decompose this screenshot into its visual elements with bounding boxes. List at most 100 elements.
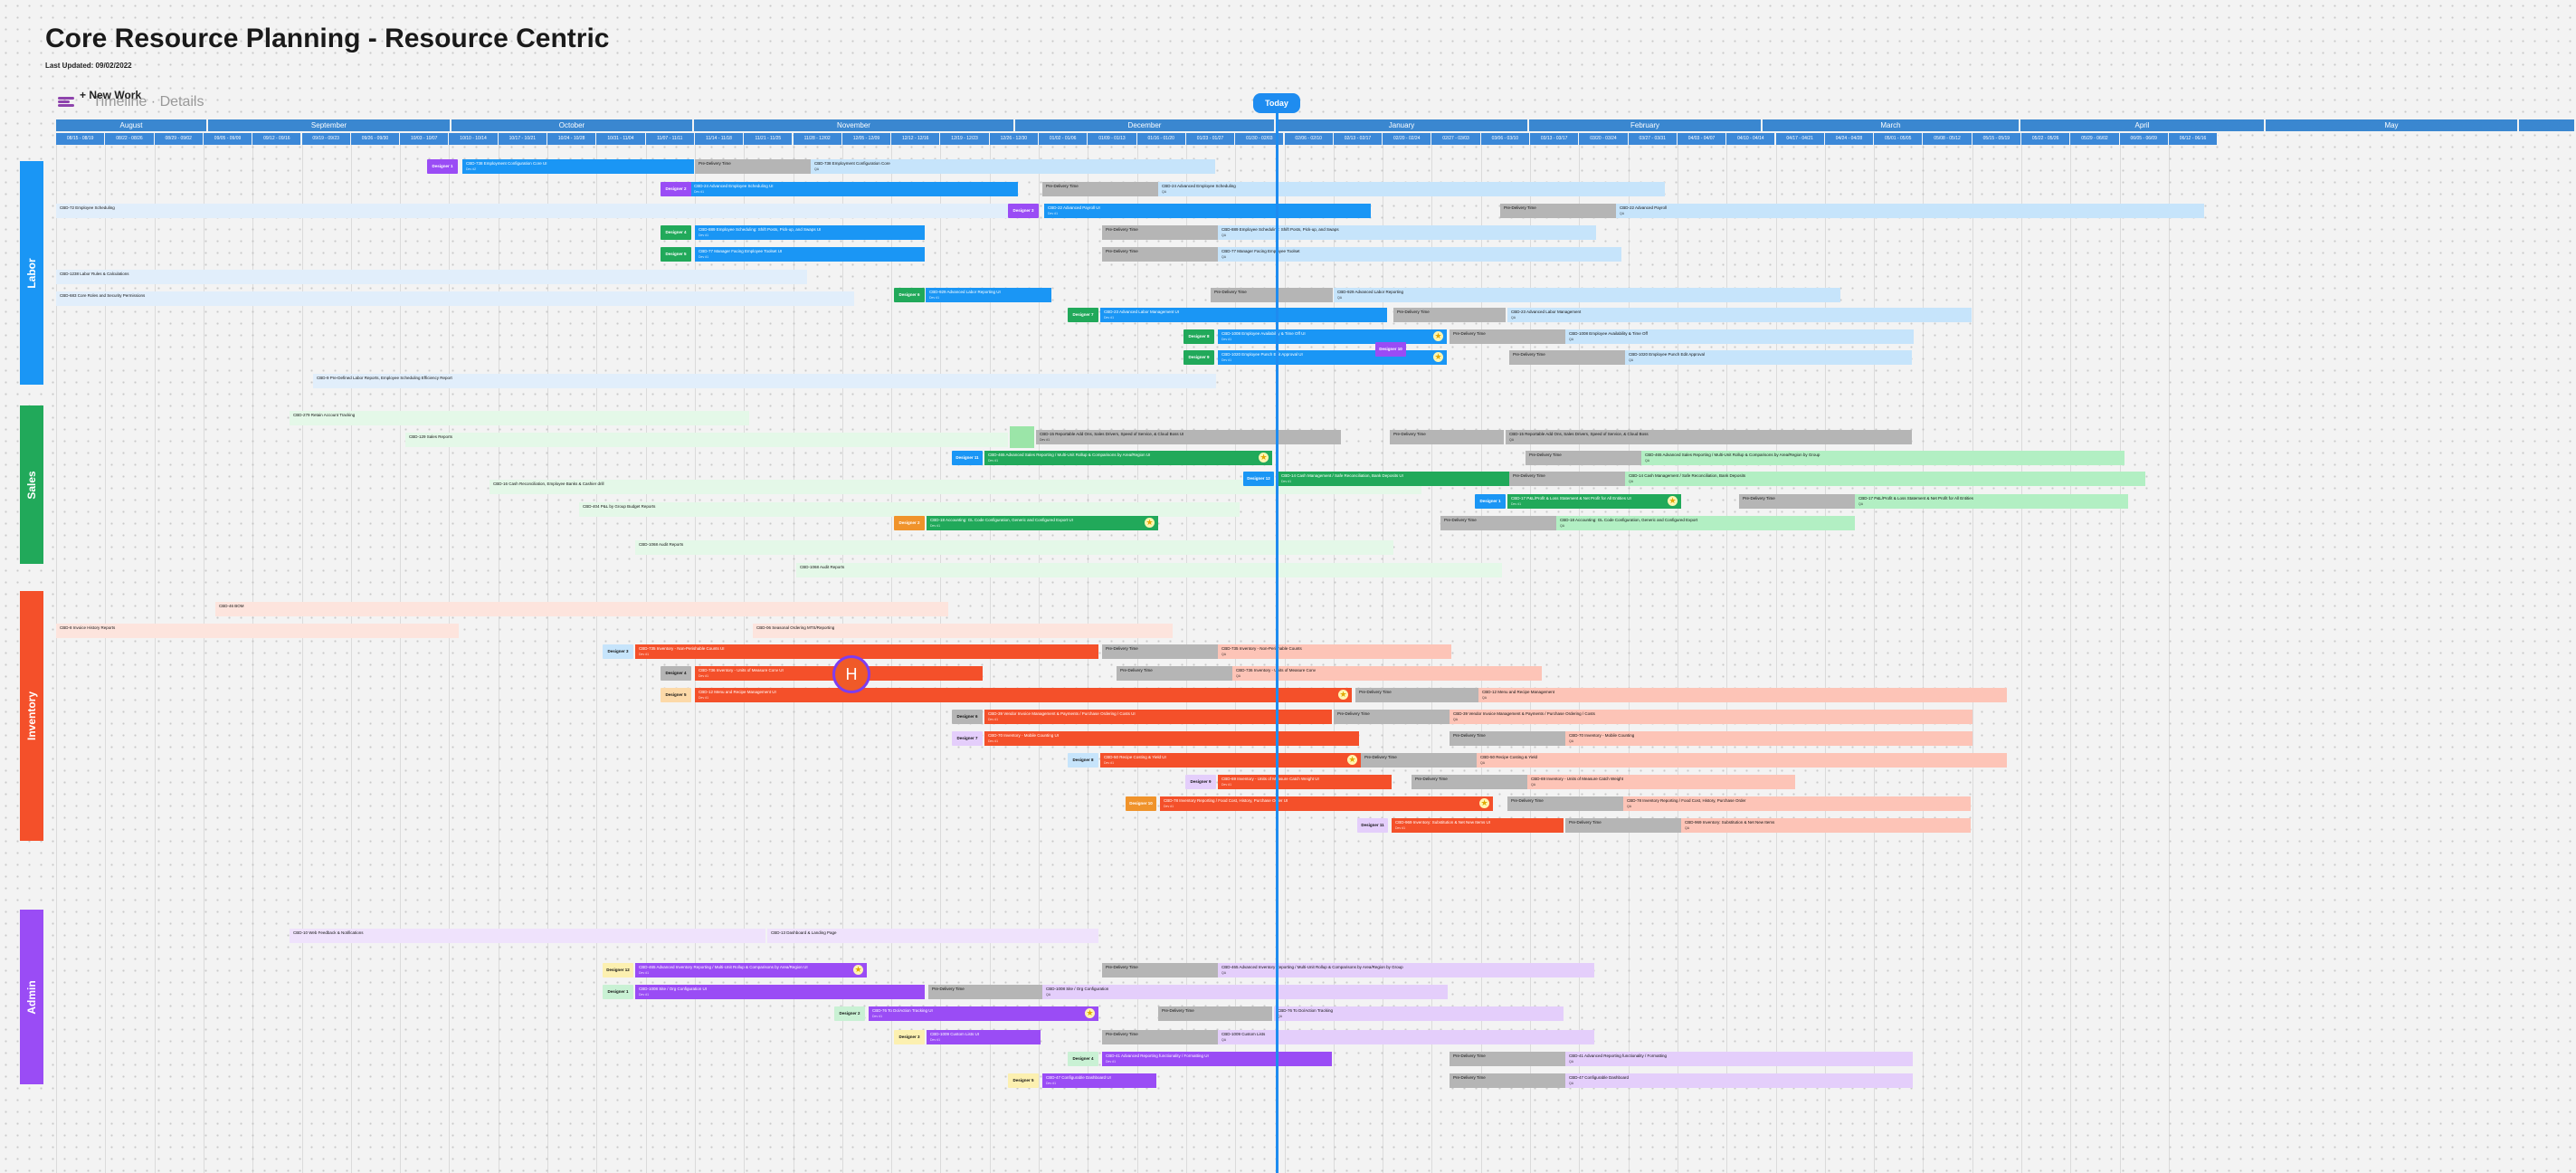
user-avatar[interactable]: H (832, 655, 870, 693)
designer-tag[interactable]: Designer 3 (603, 644, 633, 659)
task-bar[interactable]: Pre-Delivery Time (1500, 204, 1616, 218)
task-bar[interactable]: CBD-735 Inventory - Non-Perishable Count… (1218, 644, 1451, 659)
task-bar[interactable]: Pre-Delivery Time (1211, 288, 1333, 302)
designer-tag[interactable]: Designer 6 (952, 710, 983, 724)
task-bar[interactable]: CBD-69 Inventory - Units of Measure Catc… (1218, 775, 1392, 789)
designer-tag[interactable]: Designer 5 (661, 688, 691, 702)
task-bar[interactable]: CBD-129 Sales Reports (405, 433, 1008, 447)
designer-tag[interactable]: Designer 11 (952, 451, 983, 465)
designer-tag[interactable]: Designer 4 (661, 225, 691, 240)
task-bar[interactable]: CBD-465 Advanced Inventory Reporting / M… (635, 963, 867, 978)
task-bar[interactable]: CBD-969 Inventory: Substitution & Net Ne… (1681, 818, 1971, 833)
task-bar[interactable]: CBD-736 Inventory - Units of Measure Con… (1232, 666, 1542, 681)
task-bar[interactable]: CBD-41 Advanced Reporting functionality … (1565, 1052, 1913, 1066)
task-bar[interactable]: Pre-Delivery Time (928, 985, 1042, 999)
task-bar[interactable]: CBD-279 Retain Account Tracking (290, 411, 749, 425)
designer-tag[interactable]: Designer 8 (1183, 329, 1214, 344)
task-bar[interactable]: CBD-72 Employee Scheduling (56, 204, 1008, 218)
task-bar[interactable]: Pre-Delivery Time (1509, 350, 1625, 365)
designer-tag[interactable]: Designer 9 (1183, 350, 1214, 365)
task-bar[interactable]: Pre-Delivery Time (1450, 329, 1565, 344)
designer-tag[interactable]: Designer 1 (427, 159, 458, 174)
designer-tag[interactable]: Designer 4 (661, 666, 691, 681)
task-bar[interactable]: Pre-Delivery Time (1334, 710, 1450, 724)
sticky-note[interactable] (1010, 426, 1034, 448)
task-bar[interactable]: CBD-969 Inventory: Substitution & Net Ne… (1392, 818, 1564, 833)
task-bar[interactable]: Pre-Delivery Time (1450, 1073, 1565, 1088)
task-bar[interactable]: CBD-18 Accounting: GL Code Configuration… (1556, 516, 1855, 530)
task-bar[interactable]: CBD-8 Invoice History Reports (56, 624, 459, 638)
view-switcher[interactable]: + New Work Timeline · Details (58, 89, 204, 110)
task-bar[interactable]: Pre-Delivery Time (1355, 688, 1478, 702)
task-bar[interactable]: Pre-Delivery Time (1440, 516, 1556, 530)
task-bar[interactable]: CBD-18 Accounting: GL Code Configuration… (927, 516, 1158, 530)
task-bar[interactable]: CBD-1020 Employee Punch Edit Approval UI… (1218, 350, 1447, 365)
designer-tag[interactable]: Designer 5 (1008, 1073, 1039, 1088)
task-bar[interactable]: CBD-889 Employee Scheduling: Shift Posts… (695, 225, 925, 240)
task-bar[interactable]: Pre-Delivery Time (1102, 247, 1218, 262)
task-bar[interactable]: Pre-Delivery Time (695, 159, 811, 174)
task-bar[interactable]: CBD-69 Inventory - Units of Measure Catc… (1527, 775, 1795, 789)
task-bar[interactable]: CBD-39 Vendor Invoice Management & Payme… (984, 710, 1332, 724)
task-bar[interactable]: CBD-10 Web Feedback & Notifications (290, 929, 765, 943)
designer-tag[interactable]: Designer 1 (603, 985, 633, 999)
task-bar[interactable]: Pre-Delivery Time (1393, 308, 1506, 322)
task-bar[interactable]: Pre-Delivery Time (1509, 472, 1625, 486)
designer-tag[interactable]: Designer 5 (661, 247, 691, 262)
designer-tag[interactable]: Designer 10 (1126, 796, 1156, 811)
task-bar[interactable]: Pre-Delivery Time (1102, 644, 1218, 659)
new-work-button[interactable]: + New Work (80, 89, 142, 101)
task-bar[interactable]: CBD-889 Employee Scheduling: Shift Posts… (1218, 225, 1596, 240)
details-tab[interactable]: Details (159, 94, 204, 110)
task-bar[interactable]: Pre-Delivery Time (1739, 494, 1855, 509)
today-button[interactable]: Today (1253, 93, 1300, 113)
task-bar[interactable]: CBD-1008 Employee Availability & Time Of… (1218, 329, 1447, 344)
designer-tag[interactable]: Designer 12 (603, 963, 633, 978)
designer-tag[interactable]: Designer 1 (1475, 494, 1506, 509)
task-bar[interactable]: Pre-Delivery Time (1390, 430, 1504, 444)
task-bar[interactable]: Pre-Delivery Time (1102, 225, 1218, 240)
designer-tag[interactable]: Designer 9 (1185, 775, 1216, 789)
designer-tag[interactable]: Designer 2 (834, 1006, 865, 1021)
task-bar[interactable]: Pre-Delivery Time (1412, 775, 1527, 789)
task-bar[interactable]: CBD-16 Cash Reconciliation, Employee Ban… (490, 480, 1421, 494)
designer-tag[interactable]: Designer 7 (1068, 308, 1098, 322)
task-bar[interactable]: CBD-738 Employment Configuration Core UI… (462, 159, 694, 174)
task-bar[interactable]: CBD-1238 Labor Rules & Calculations (56, 270, 807, 284)
task-bar[interactable]: CBD-77 Manager Facing Employee Toolset U… (695, 247, 925, 262)
task-bar[interactable]: CBD-41 Advanced Reporting functionality … (1102, 1052, 1332, 1066)
designer-tag[interactable]: Designer 4 (1068, 1052, 1098, 1066)
task-bar[interactable]: CBD-17 P&L/Profit & Loss Statement & Net… (1855, 494, 2128, 509)
designer-tag[interactable]: Designer 10 (1375, 342, 1406, 357)
task-bar[interactable]: Pre-Delivery Time (1565, 818, 1681, 833)
task-bar[interactable]: Pre-Delivery Time (1507, 796, 1623, 811)
designer-tag[interactable]: Designer 8 (1068, 753, 1098, 768)
task-bar[interactable]: CBD-465 Advanced Inventory Reporting / M… (1218, 963, 1594, 978)
task-bar[interactable]: Pre-Delivery Time (1158, 1006, 1272, 1021)
task-bar[interactable]: Pre-Delivery Time (1450, 731, 1565, 746)
task-bar[interactable]: CBD-39 Vendor Invoice Management & Payme… (1450, 710, 1972, 724)
task-bar[interactable]: CBD-78 Inventory Reporting / Food Cost, … (1160, 796, 1493, 811)
task-bar[interactable]: CBD-15 Reportable Add Ons, Sales Drivers… (1036, 430, 1341, 444)
task-bar[interactable]: CBD-735 Inventory - Non-Perishable Count… (635, 644, 1098, 659)
task-bar[interactable]: CBD-683 Core Roles and Security Permissi… (56, 291, 854, 306)
